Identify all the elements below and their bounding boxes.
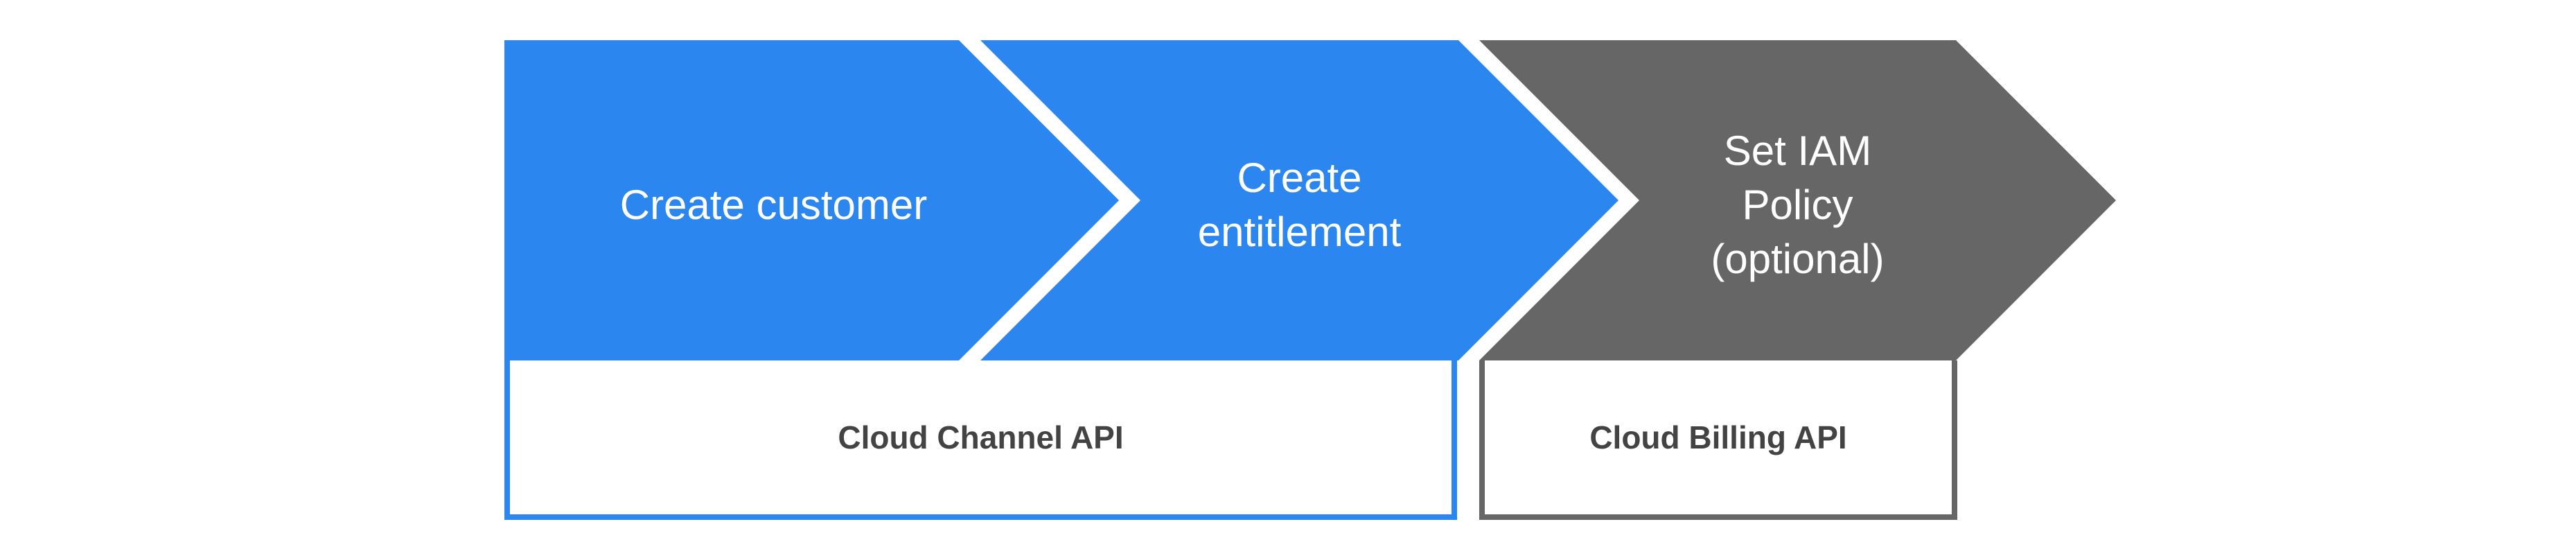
api-box-label: Cloud Channel API: [838, 419, 1124, 455]
api-box-cloud-channel: Cloud Channel API: [504, 360, 1457, 520]
step-create-customer: Create customer: [504, 40, 1119, 360]
step-label-line: Set IAM: [1723, 128, 1872, 174]
step-label: Create customer: [620, 168, 1004, 232]
step-label: Set IAM Policy (optional): [1711, 114, 1884, 286]
step-label-line: entitlement: [1197, 209, 1402, 255]
step-label-line: Create customer: [619, 182, 928, 228]
step-label-line: Create: [1237, 155, 1362, 201]
api-box-cloud-billing: Cloud Billing API: [1479, 360, 1957, 520]
step-label: Create entitlement: [1198, 141, 1402, 259]
step-label-line: (optional): [1711, 236, 1885, 282]
step-label-line: Policy: [1742, 182, 1853, 228]
api-box-label: Cloud Billing API: [1589, 419, 1847, 455]
